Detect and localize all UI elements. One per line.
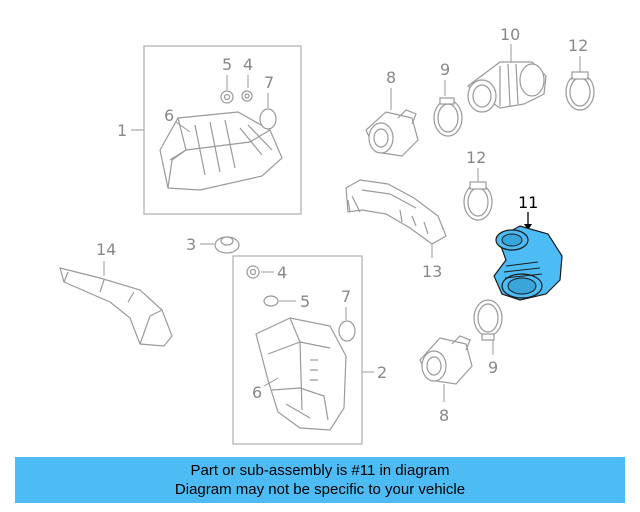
maf-sensor-8a (365, 109, 419, 157)
banner-line-2: Diagram may not be specific to your vehi… (174, 481, 466, 498)
label-7b[interactable]: 7 (341, 287, 351, 306)
grommet-4a (241, 90, 253, 102)
label-10[interactable]: 10 (500, 25, 520, 44)
label-4a[interactable]: 4 (243, 55, 253, 74)
grommet-5a (220, 90, 234, 104)
label-3[interactable]: 3 (186, 235, 196, 254)
intake-boot-11-highlighted[interactable] (493, 225, 563, 301)
label-13[interactable]: 13 (422, 262, 442, 281)
banner-line-1: Part or sub-assembly is #11 in diagram (190, 462, 450, 479)
air-cleaner-lower-box (232, 255, 363, 445)
seal-ring-7a (259, 108, 277, 130)
label-1[interactable]: 1 (117, 121, 127, 140)
hose-clamp-9a (433, 97, 463, 137)
intake-duct-13 (345, 179, 447, 245)
label-9b[interactable]: 9 (488, 358, 498, 377)
label-2[interactable]: 2 (377, 363, 387, 382)
label-14[interactable]: 14 (96, 240, 116, 259)
label-12b[interactable]: 12 (466, 148, 486, 167)
label-8a[interactable]: 8 (386, 68, 396, 87)
hose-clamp-12b (463, 181, 493, 221)
air-cleaner-lower-housing (255, 317, 347, 431)
intake-duct-14 (59, 267, 173, 347)
label-5a[interactable]: 5 (222, 55, 232, 74)
maf-sensor-8b (419, 335, 473, 385)
label-9a[interactable]: 9 (440, 60, 450, 79)
info-banner: Part or sub-assembly is #11 in diagram D… (15, 457, 625, 503)
label-6b[interactable]: 6 (252, 383, 262, 402)
intake-boot-10 (466, 61, 547, 113)
label-7a[interactable]: 7 (264, 73, 274, 92)
air-cleaner-upper-housing (159, 111, 283, 191)
grommet-4b (246, 265, 260, 279)
hose-clamp-12a (565, 71, 595, 111)
label-5b[interactable]: 5 (300, 292, 310, 311)
parts-diagram: 1 6 5 4 7 14 3 2 (59, 25, 595, 445)
label-8b[interactable]: 8 (439, 406, 449, 425)
seal-ring-7b (338, 320, 356, 342)
grommet-5b (263, 295, 279, 307)
label-6a[interactable]: 6 (164, 106, 174, 125)
label-4b[interactable]: 4 (277, 263, 287, 282)
label-11[interactable]: 11 (518, 193, 538, 212)
hose-clamp-9b (473, 299, 503, 341)
grommet-3 (214, 236, 240, 254)
label-12a[interactable]: 12 (568, 36, 588, 55)
